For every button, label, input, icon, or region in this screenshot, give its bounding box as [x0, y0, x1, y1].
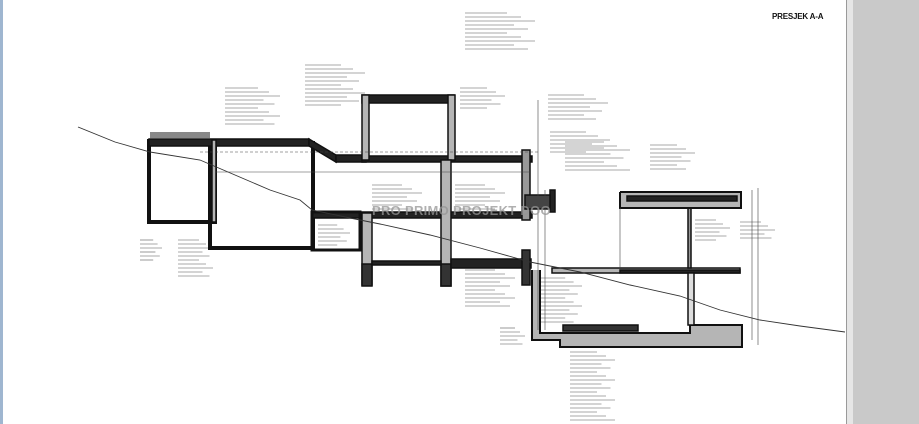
basement-wall: [531, 270, 743, 348]
right-upper-roof-dark: [626, 195, 738, 202]
viewer-left-edge: [0, 0, 3, 424]
left-lower-room: [208, 141, 315, 250]
drawing-title: PRESJEK A-A: [772, 12, 824, 21]
viewer-scroll-gutter[interactable]: [847, 0, 853, 424]
left-column: [211, 139, 217, 223]
column-c-low: [521, 249, 531, 286]
upper-column-right: [447, 94, 456, 161]
upper-column-left: [361, 94, 370, 161]
dimension-lines: [200, 100, 759, 345]
stairs-block: [524, 194, 551, 210]
lower-slab-a: [371, 260, 442, 266]
left-roof-slab: [148, 138, 310, 147]
column-a-base: [361, 263, 373, 287]
watermark: PRO PRIMO PROJEKT DOO: [372, 203, 551, 218]
structure: [147, 94, 743, 348]
right-column: [687, 204, 692, 269]
column-b-base: [440, 263, 452, 287]
terrain-line: [77, 126, 846, 333]
right-lower-slab-dark: [619, 269, 741, 274]
upper-roof-slab: [361, 94, 455, 104]
basement-floor-hatch: [562, 324, 639, 332]
hatched-roof: [150, 132, 210, 138]
column-c: [521, 149, 531, 221]
small-room: [310, 210, 362, 252]
lower-slab-b: [450, 258, 532, 269]
